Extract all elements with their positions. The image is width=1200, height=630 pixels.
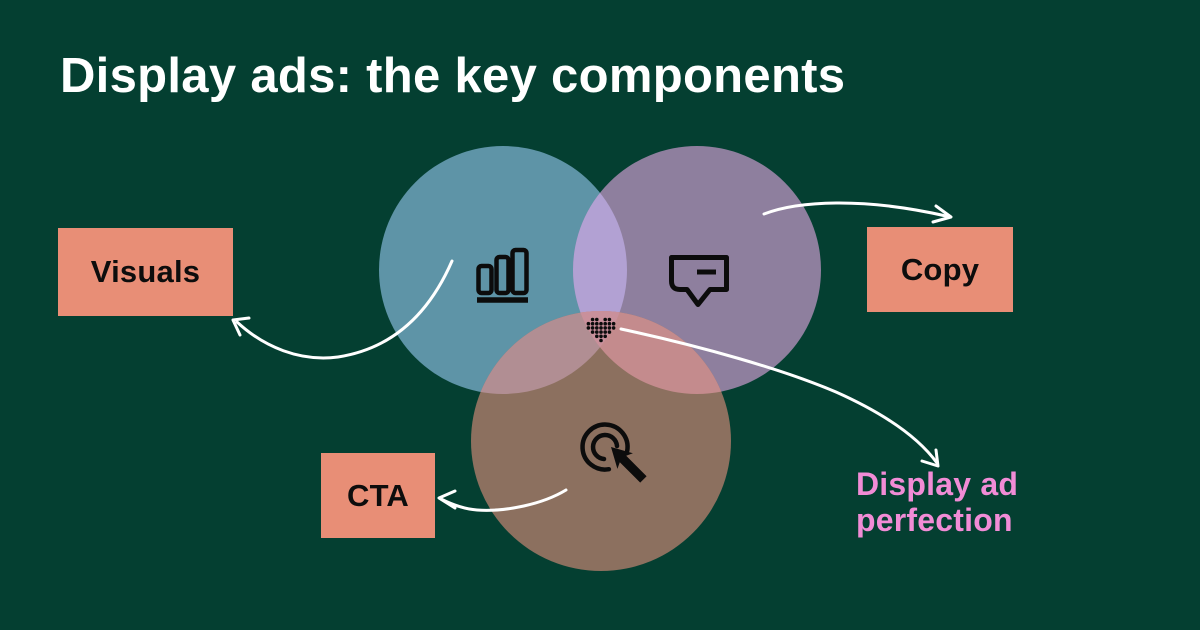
speech-bubble-icon	[669, 255, 729, 307]
caption-display-ad-perfection: Display ad perfection	[856, 466, 1019, 538]
label-cta-text: CTA	[346, 477, 409, 513]
arrow-to-caption	[619, 327, 940, 468]
label-copy-text: Copy	[900, 251, 980, 287]
label-copy: Copy	[867, 227, 1013, 312]
label-cta: CTA	[321, 453, 435, 538]
arrow-to-cta	[437, 488, 568, 512]
page-title: Display ads: the key components	[60, 49, 846, 103]
arrow-to-visuals	[231, 259, 454, 360]
bar-chart-icon	[476, 247, 529, 303]
click-cursor-icon	[580, 422, 647, 483]
label-visuals: Visuals	[58, 228, 233, 316]
overlap-visuals-cta	[471, 311, 627, 394]
label-visuals-text: Visuals	[90, 254, 201, 289]
pixel-heart-icon	[586, 317, 616, 343]
arrow-to-copy	[762, 201, 953, 224]
overlap-copy-cta	[573, 311, 731, 394]
